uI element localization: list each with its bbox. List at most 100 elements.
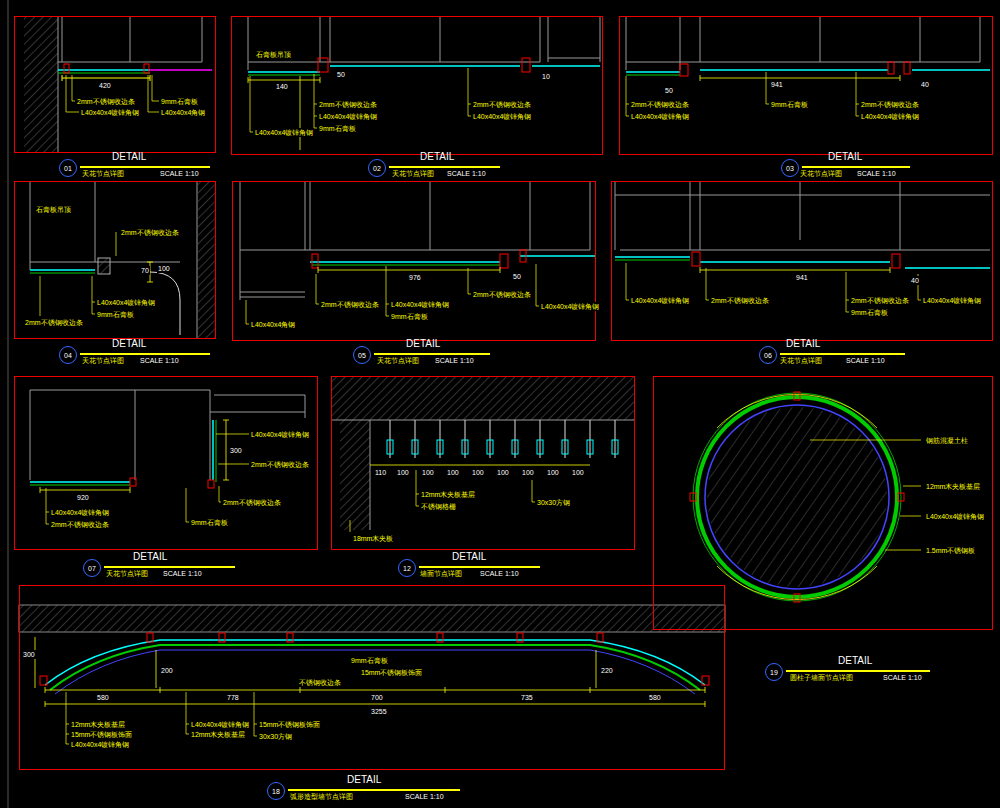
callout-number: 07 — [88, 565, 96, 572]
detail-frame: DETAIL墙面节点详图SCALE 1:1012 — [331, 376, 635, 550]
dimension: 778 — [226, 693, 240, 702]
annotation: 2mm不锈钢收边条 — [24, 318, 84, 327]
dimension: 3255 — [370, 707, 388, 716]
annotation: 9mm石膏板 — [318, 124, 357, 133]
annotation: 12mm木夹板基层 — [190, 730, 246, 739]
annotation: 2mm不锈钢收边条 — [222, 498, 282, 507]
title-underline — [780, 353, 905, 355]
detail-title: 墙面节点详图 — [420, 570, 462, 578]
title-underline — [786, 670, 930, 672]
annotation: L40x40x4镀锌角钢 — [70, 740, 130, 749]
callout-number: 19 — [770, 669, 778, 676]
detail-scale: SCALE 1:10 — [846, 357, 885, 365]
annotation: 2mm不锈钢收边条 — [50, 520, 110, 529]
detail-scale: SCALE 1:10 — [160, 170, 199, 178]
annotation: 12mm木夹板基层 — [925, 482, 981, 491]
annotation: 9mm石膏板 — [190, 518, 229, 527]
detail-12-drawing — [332, 377, 634, 532]
title-underline — [80, 166, 210, 168]
callout-circle: 07 — [83, 559, 101, 577]
detail-heading: DETAIL — [347, 774, 381, 785]
detail-scale: SCALE 1:10 — [857, 170, 896, 178]
callout-circle: 02 — [368, 159, 386, 177]
detail-06-drawing — [615, 181, 990, 312]
detail-scale: SCALE 1:10 — [140, 357, 179, 365]
detail-heading: DETAIL — [112, 338, 146, 349]
annotation: 12mm木夹板基层 — [70, 720, 126, 729]
dimension: 70 — [140, 266, 150, 275]
annotation: 2mm不锈钢收边条 — [76, 97, 136, 106]
detail-title: 天花节点详图 — [800, 170, 842, 178]
annotation: 30x30方钢 — [536, 498, 571, 507]
detail-frame: DETAIL天花节点详图SCALE 1:1006 — [611, 181, 993, 341]
dimension: 140 — [275, 82, 289, 91]
annotation: 15mm不锈钢板饰面 — [70, 730, 133, 739]
annotation: L40x40x4镀锌角钢 — [254, 128, 314, 137]
dimension: 100 — [396, 468, 410, 477]
callout-number: 01 — [64, 165, 72, 172]
annotation: L40x40x4镀锌角钢 — [630, 112, 690, 121]
dimension: 200 — [160, 666, 174, 675]
dimension: 50 — [336, 70, 346, 79]
annotation: 2mm不锈钢收边条 — [630, 100, 690, 109]
dimension: 580 — [96, 693, 110, 702]
detail-title: 弧形造型墙节点详图 — [290, 793, 353, 801]
annotation: 15mm不锈钢板饰面 — [360, 668, 423, 677]
dimension: 300 — [22, 650, 36, 659]
annotation: 18mm木夹板 — [352, 534, 394, 543]
annotation: 1.5mm不锈钢板 — [925, 546, 976, 555]
annotation: L40x40x4镀锌角钢 — [96, 298, 156, 307]
annotation: L40x40x4角钢 — [250, 320, 296, 329]
annotation: L40x40x4镀锌角钢 — [630, 296, 690, 305]
annotation: 石膏板吊顶 — [255, 50, 292, 59]
dimension: 40 — [920, 80, 930, 89]
dimension: 976 — [408, 273, 422, 282]
detail-title: 圆柱子墙面节点详图 — [790, 674, 853, 682]
callout-circle: 19 — [765, 663, 783, 681]
annotation: 不锈钢收边条 — [298, 678, 342, 687]
annotation: L40x40x4镀锌角钢 — [925, 512, 985, 521]
detail-04-drawing — [30, 181, 215, 339]
callout-circle: 06 — [759, 346, 777, 364]
annotation: L40x40x4镀锌角钢 — [80, 108, 140, 117]
annotation: 9mm石膏板 — [160, 97, 199, 106]
detail-03-drawing — [626, 16, 990, 116]
dimension: 920 — [76, 493, 90, 502]
detail-title: 天花节点详图 — [780, 357, 822, 365]
annotation: 2mm不锈钢收边条 — [320, 300, 380, 309]
callout-number: 03 — [786, 165, 794, 172]
annotation: L40x40x4镀锌角钢 — [922, 296, 982, 305]
detail-18-drawing — [19, 605, 725, 744]
annotation: L40x40x4角钢 — [160, 108, 206, 117]
callout-number: 04 — [64, 352, 72, 359]
annotation: 钢筋混凝土柱 — [925, 436, 969, 445]
annotation: L40x40x4镀锌角钢 — [318, 112, 378, 121]
detail-title: 天花节点详图 — [392, 170, 434, 178]
annotation: 9mm石膏板 — [770, 100, 809, 109]
annotation: 2mm不锈钢收边条 — [472, 100, 532, 109]
dimension: 100 — [546, 468, 560, 477]
dimension: 100 — [521, 468, 535, 477]
callout-circle: 12 — [398, 559, 416, 577]
annotation: L40x40x4镀锌角钢 — [390, 300, 450, 309]
detail-heading: DETAIL — [133, 551, 167, 562]
annotation: L40x40x4镀锌角钢 — [250, 430, 310, 439]
title-underline — [374, 353, 490, 355]
annotation: 2mm不锈钢收边条 — [850, 296, 910, 305]
title-underline — [389, 166, 500, 168]
callout-number: 12 — [403, 565, 411, 572]
detail-heading: DETAIL — [452, 551, 486, 562]
detail-scale: SCALE 1:10 — [435, 357, 474, 365]
dimension: 50 — [512, 272, 522, 281]
dimension: 100 — [571, 468, 585, 477]
title-underline — [80, 353, 210, 355]
annotation: 石膏板吊顶 — [35, 205, 72, 214]
dimension: 735 — [520, 693, 534, 702]
annotation: L40x40x4镀锌角钢 — [190, 720, 250, 729]
detail-heading: DETAIL — [406, 338, 440, 349]
detail-frame: DETAIL圆柱子墙面节点详图SCALE 1:1019 — [653, 376, 993, 630]
detail-scale: SCALE 1:10 — [447, 170, 486, 178]
dimension: 100 — [471, 468, 485, 477]
annotation: 9mm石膏板 — [390, 312, 429, 321]
